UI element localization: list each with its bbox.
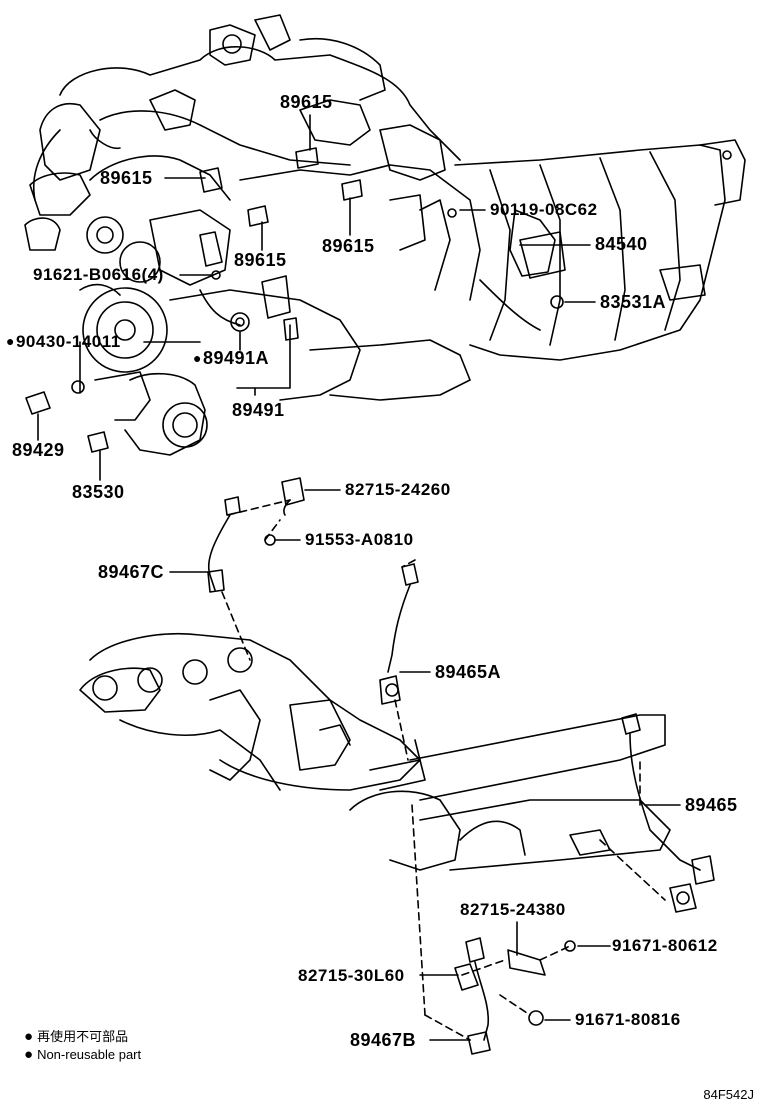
part-number-89491A: 89491A [202, 348, 270, 368]
part-label-83531A: 83531A [600, 292, 667, 312]
part-label-91553-A0810: 91553-A0810 [305, 530, 414, 549]
part-label-89465: 89465 [685, 795, 738, 815]
part-label-89467C: 89467C [98, 562, 165, 582]
legend-text-jp: 再使用不可部品 [37, 1029, 129, 1044]
legend-bullet-icon: ● [24, 1028, 34, 1045]
upper-leader-lines [37, 114, 596, 481]
part-label-90430-14011: 90430-14011 [6, 332, 121, 352]
exhaust-manifold-illustration [79, 632, 671, 871]
part-label-89491: 89491 [232, 400, 285, 420]
part-label-82715-24380: 82715-24380 [460, 900, 566, 919]
part-label-89491A: 89491A [193, 348, 269, 369]
part-label-89615-top: 89615 [280, 92, 333, 112]
part-label-82715-30L60: 82715-30L60 [298, 966, 405, 985]
legend-english: ●Non-reusable part [24, 1046, 141, 1063]
figure-code: 84F542J [703, 1087, 754, 1102]
part-label-83530: 83530 [72, 482, 125, 502]
oxygen-sensor-parts [207, 477, 715, 1055]
part-label-89615-left: 89615 [100, 168, 153, 188]
dashed-connection-lines [221, 499, 666, 1041]
upper-sensor-parts [25, 147, 564, 453]
part-label-90119-08C62: 90119-08C62 [490, 200, 598, 219]
part-label-89465A: 89465A [435, 662, 502, 682]
part-label-91621-B0616: 91621-B0616(4) [33, 265, 164, 284]
part-label-89429: 89429 [12, 440, 65, 460]
part-label-89615-right: 89615 [322, 236, 375, 256]
part-label-91671-80816: 91671-80816 [575, 1010, 681, 1029]
part-label-89615-center: 89615 [234, 250, 287, 270]
legend-bullet-icon: ● [24, 1046, 34, 1063]
part-label-91671-80612: 91671-80612 [612, 936, 718, 955]
engine-assembly-illustration [24, 14, 481, 456]
transmission-illustration [454, 139, 746, 361]
legend-japanese: ●再使用不可部品 [24, 1026, 128, 1045]
part-label-89467B: 89467B [350, 1030, 417, 1050]
legend-text-en: Non-reusable part [37, 1047, 142, 1062]
part-number-90430-14011: 90430-14011 [15, 332, 121, 351]
part-label-84540: 84540 [595, 234, 648, 254]
part-label-82715-24260: 82715-24260 [345, 480, 451, 499]
lower-leader-lines [169, 489, 681, 1041]
